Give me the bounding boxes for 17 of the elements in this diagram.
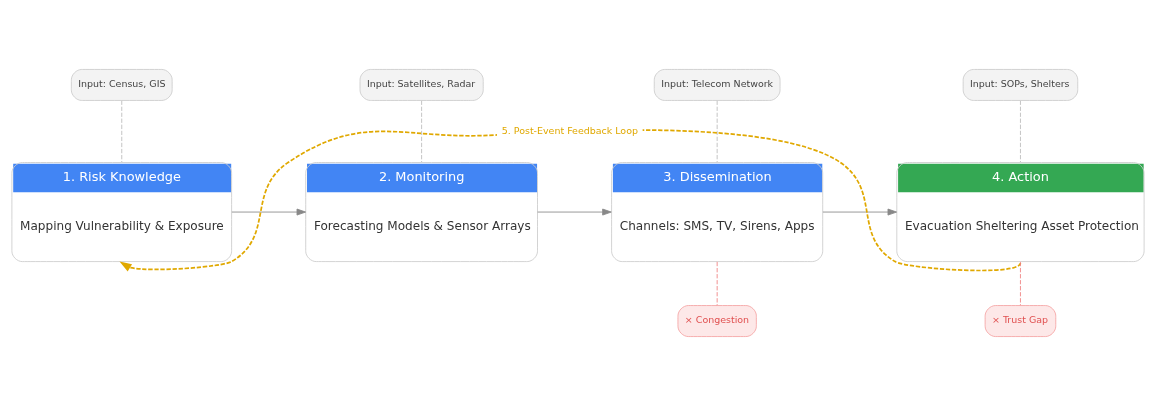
- connector: [1020, 260, 1021, 306]
- arrow: [119, 128, 1022, 271]
- node-box: × Congestion: [677, 304, 757, 337]
- arrow: [537, 208, 612, 215]
- node-box: Input: Satellites, Radar: [359, 68, 484, 101]
- edge-label: 5. Post-Event Feedback Loop: [501, 124, 638, 136]
- arrow: [822, 208, 897, 215]
- connector: [421, 99, 423, 163]
- node-box: Input: Telecom Network: [653, 68, 781, 101]
- node-box: Input: SOPs, Shelters: [962, 68, 1079, 101]
- arrow: [231, 208, 307, 215]
- connector: [716, 260, 718, 306]
- node-box: Input: Census, GIS: [70, 68, 173, 101]
- node-box: × Trust Gap: [984, 304, 1057, 337]
- connector: [121, 99, 123, 163]
- connector: [716, 99, 718, 163]
- connector: [1020, 99, 1021, 163]
